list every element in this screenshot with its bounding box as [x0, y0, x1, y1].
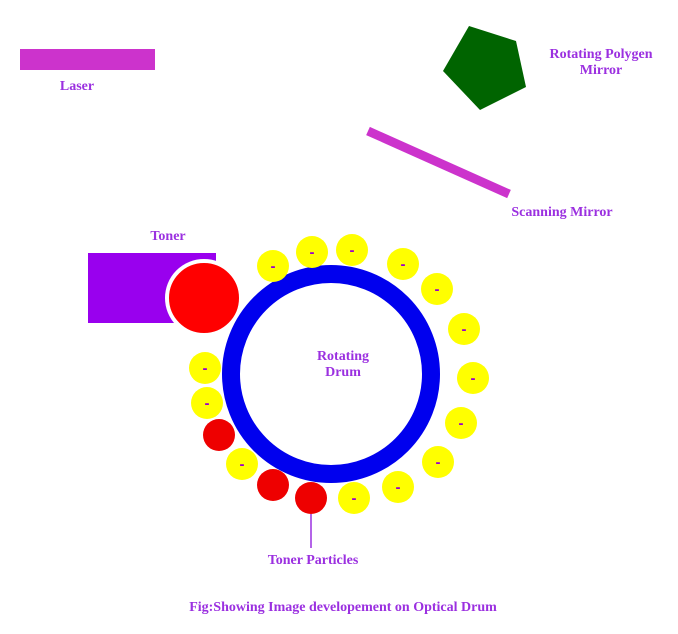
charge-symbol: - [462, 321, 467, 338]
charge-particle: - [191, 387, 223, 419]
charge-symbol: - [396, 479, 401, 496]
charge-symbol: - [435, 281, 440, 298]
drum-label-line1: Rotating [317, 349, 369, 364]
charge-particle: - [338, 482, 370, 514]
charge-particles: - - - - - - - - - - - - - - [189, 234, 489, 514]
charge-particle: - [445, 407, 477, 439]
charge-symbol: - [401, 256, 406, 273]
charge-symbol: - [205, 395, 210, 412]
charge-symbol: - [271, 258, 276, 275]
charge-symbol: - [471, 370, 476, 387]
charge-particle: - [189, 352, 221, 384]
charge-particle: - [448, 313, 480, 345]
toner-particles [203, 419, 327, 514]
charge-particle: - [387, 248, 419, 280]
scanning-mirror [366, 126, 511, 199]
charge-particle: - [296, 236, 328, 268]
charge-particle: - [422, 446, 454, 478]
scanning-mirror-label: Scanning Mirror [511, 205, 612, 220]
charge-particle: - [421, 273, 453, 305]
charge-symbol: - [310, 244, 315, 261]
drum-label-line2: Drum [325, 365, 361, 380]
charge-symbol: - [240, 456, 245, 473]
charge-particle: - [457, 362, 489, 394]
toner-particles-label: Toner Particles [268, 553, 359, 568]
charge-symbol: - [352, 490, 357, 507]
polygon-mirror-label-line2: Mirror [580, 63, 623, 78]
toner-particle [203, 419, 235, 451]
charge-symbol: - [459, 415, 464, 432]
polygon-mirror-label-line1: Rotating Polygen [549, 47, 652, 62]
charge-particle: - [382, 471, 414, 503]
toner-label: Toner [150, 229, 185, 244]
charge-particle: - [336, 234, 368, 266]
polygon-mirror [443, 26, 526, 110]
laser-bar [20, 49, 155, 70]
toner-roller [165, 259, 243, 337]
toner-particle [257, 469, 289, 501]
charge-symbol: - [203, 360, 208, 377]
charge-symbol: - [350, 242, 355, 259]
charge-particle: - [226, 448, 258, 480]
laser-label: Laser [60, 79, 94, 94]
rotating-drum [222, 265, 440, 483]
toner-particle [295, 482, 327, 514]
charge-particle: - [257, 250, 289, 282]
figure-caption: Fig:Showing Image developement on Optica… [189, 600, 497, 615]
charge-symbol: - [436, 454, 441, 471]
